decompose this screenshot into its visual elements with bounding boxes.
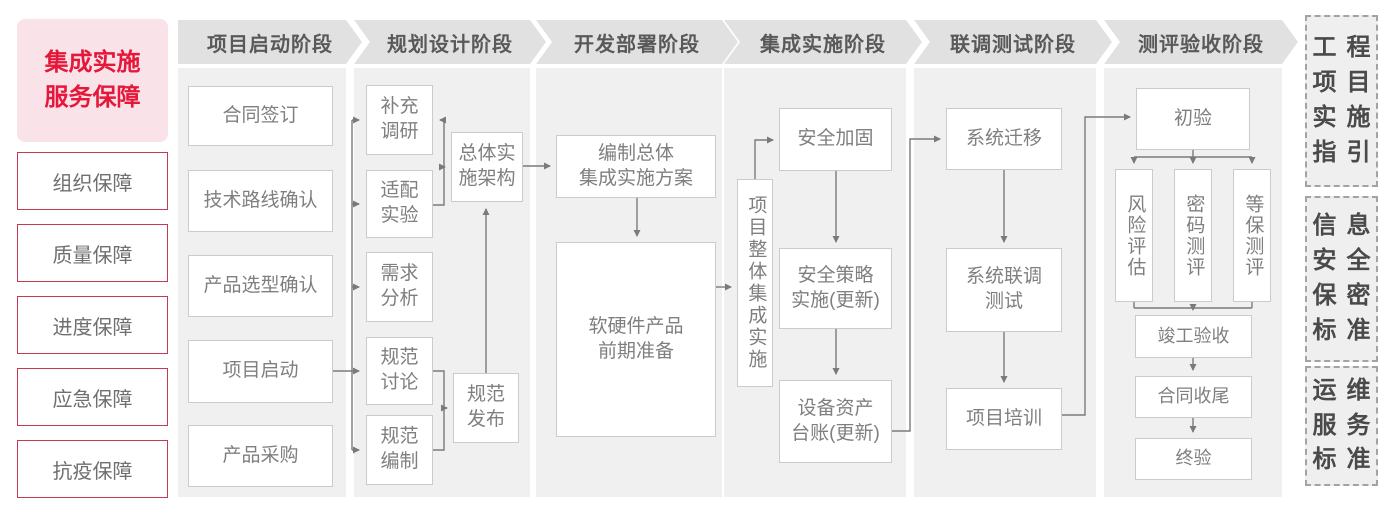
box-system-joint-debugging-test: 系统联调 测试 — [946, 248, 1062, 332]
phase-header-project-kickoff: 项目启动阶段 — [178, 20, 362, 64]
box-overall-implementation-architecture: 总体实 施架构 — [451, 132, 523, 202]
box-contract-signing: 合同签订 — [188, 86, 333, 146]
phase-header-label: 开发部署阶段 — [574, 33, 700, 56]
box-product-procurement: 产品采购 — [188, 425, 333, 487]
box-hw-sw-preparation: 软硬件产品 前期准备 — [556, 242, 716, 437]
phase-header-label: 规划设计阶段 — [387, 33, 513, 56]
phase-header-joint-test: 联调测试阶段 — [914, 20, 1112, 64]
box-classified-protection-evaluation: 等保测评 — [1233, 169, 1271, 302]
box-system-migration: 系统迁移 — [946, 108, 1062, 170]
box-spec-discussion: 规范 讨论 — [366, 337, 433, 405]
guarantee-emergency: 应急保障 — [17, 368, 168, 426]
guarantee-quality: 质量保障 — [17, 224, 168, 282]
box-adaptation-experiment: 适配 实验 — [366, 170, 433, 238]
phase-header-label: 集成实施阶段 — [760, 33, 886, 56]
box-compile-overall-plan: 编制总体 集成实施方案 — [556, 135, 716, 198]
box-crypto-evaluation: 密码测评 — [1174, 169, 1212, 302]
standard-label: 运维 服务 标准 — [1312, 376, 1381, 474]
box-product-selection-confirm: 产品选型确认 — [188, 255, 333, 317]
box-tech-route-confirm: 技术路线确认 — [188, 170, 333, 232]
standard-engineering-project-guide: 工程 项目 实施 指引 — [1305, 15, 1378, 187]
box-supplementary-research: 补充 调研 — [366, 85, 433, 155]
phase-header-label: 项目启动阶段 — [207, 33, 333, 56]
box-project-training: 项目培训 — [946, 388, 1062, 450]
box-security-hardening: 安全加固 — [779, 108, 892, 171]
phase-header-label: 测评验收阶段 — [1138, 33, 1264, 56]
phase-header-integration-impl: 集成实施阶段 — [724, 20, 922, 64]
guarantee-schedule: 进度保障 — [17, 296, 168, 354]
standard-label: 信息 安全 保密 标准 — [1312, 212, 1381, 344]
phase-header-label: 联调测试阶段 — [950, 33, 1076, 56]
box-project-kickoff: 项目启动 — [188, 340, 333, 403]
standard-label: 工程 项目 实施 指引 — [1312, 34, 1381, 166]
box-completion-acceptance: 竣工验收 — [1135, 315, 1252, 358]
diagram-title: 集成实施 服务保障 — [17, 19, 168, 142]
box-initial-acceptance: 初验 — [1136, 88, 1250, 150]
box-security-policy-implementation: 安全策略 实施(更新) — [779, 248, 892, 329]
guarantee-epidemic: 抗疫保障 — [17, 440, 168, 498]
box-overall-integration-implementation: 项目整体集成实施 — [737, 179, 773, 387]
box-asset-ledger-update: 设备资产 台账(更新) — [779, 380, 892, 463]
standard-info-security-confidentiality: 信息 安全 保密 标准 — [1305, 196, 1378, 362]
box-requirement-analysis: 需求 分析 — [366, 252, 433, 322]
standard-om-service: 运维 服务 标准 — [1305, 366, 1378, 486]
guarantee-organization: 组织保障 — [17, 152, 168, 210]
box-spec-release: 规范 发布 — [453, 373, 519, 443]
phase-header-planning-design: 规划设计阶段 — [354, 20, 546, 64]
box-final-acceptance: 终验 — [1135, 438, 1252, 480]
box-contract-closure: 合同收尾 — [1135, 376, 1252, 418]
box-spec-drafting: 规范 编制 — [366, 415, 433, 485]
phase-header-dev-deploy: 开发部署阶段 — [536, 20, 738, 64]
box-risk-assessment: 风险评估 — [1115, 169, 1153, 302]
phase-header-eval-acceptance: 测评验收阶段 — [1104, 20, 1298, 64]
